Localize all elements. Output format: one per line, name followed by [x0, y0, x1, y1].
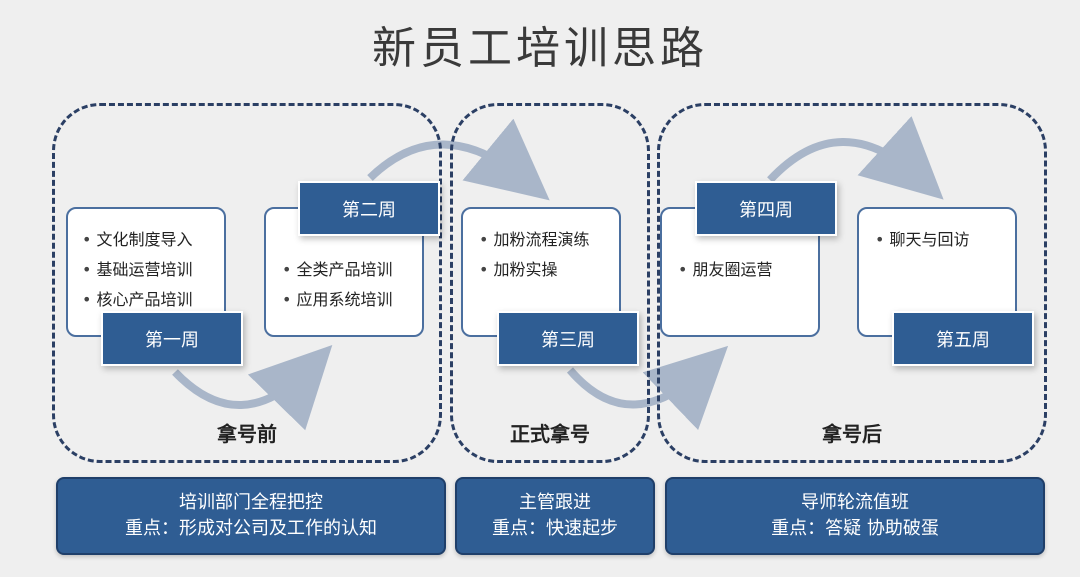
summary-bar-before: 培训部门全程把控 重点：形成对公司及工作的认知 [56, 477, 446, 555]
list-item: 核心产品培训 [82, 285, 224, 315]
week4-label: 第四周 [695, 181, 837, 236]
arrow-week1-to-week2 [172, 345, 333, 431]
list-item: 加粉实操 [479, 255, 619, 285]
phase-label-before: 拿号前 [217, 422, 277, 446]
phase-label-after: 拿号后 [822, 422, 882, 446]
week2-label: 第二周 [298, 181, 440, 236]
list-item: 基础运营培训 [82, 255, 224, 285]
list-item: 聊天与回访 [875, 225, 1015, 255]
summary-line2: 重点：答疑 协助破蛋 [771, 518, 939, 539]
summary-line2: 重点：快速起步 [492, 518, 618, 539]
phase-label-formal: 正式拿号 [510, 422, 590, 446]
list-item: 应用系统培训 [282, 285, 422, 315]
list-item: 加粉流程演练 [479, 225, 619, 255]
page-title: 新员工培训思路 [372, 23, 708, 74]
phase-before-account [52, 103, 442, 463]
list-item: 全类产品培训 [282, 255, 422, 285]
arrow-week2-to-week3 [367, 118, 550, 201]
summary-bar-after: 导师轮流值班 重点：答疑 协助破蛋 [665, 477, 1045, 555]
summary-line2: 重点：形成对公司及工作的认知 [125, 518, 377, 539]
summary-line1: 主管跟进 [519, 492, 591, 513]
summary-line1: 导师轮流值班 [801, 492, 909, 513]
phase-after-account [657, 103, 1047, 463]
week5-label: 第五周 [892, 311, 1034, 366]
week3-label: 第三周 [497, 311, 639, 366]
arrow-week3-to-week4 [566, 345, 729, 431]
arrow-week4-to-week5 [767, 116, 944, 200]
list-item: 文化制度导入 [82, 225, 224, 255]
summary-line1: 培训部门全程把控 [179, 492, 323, 513]
list-item: 朋友圈运营 [678, 255, 818, 285]
summary-bar-formal: 主管跟进 重点：快速起步 [455, 477, 655, 555]
phase-formal-account [450, 103, 650, 463]
week1-label: 第一周 [101, 311, 243, 366]
